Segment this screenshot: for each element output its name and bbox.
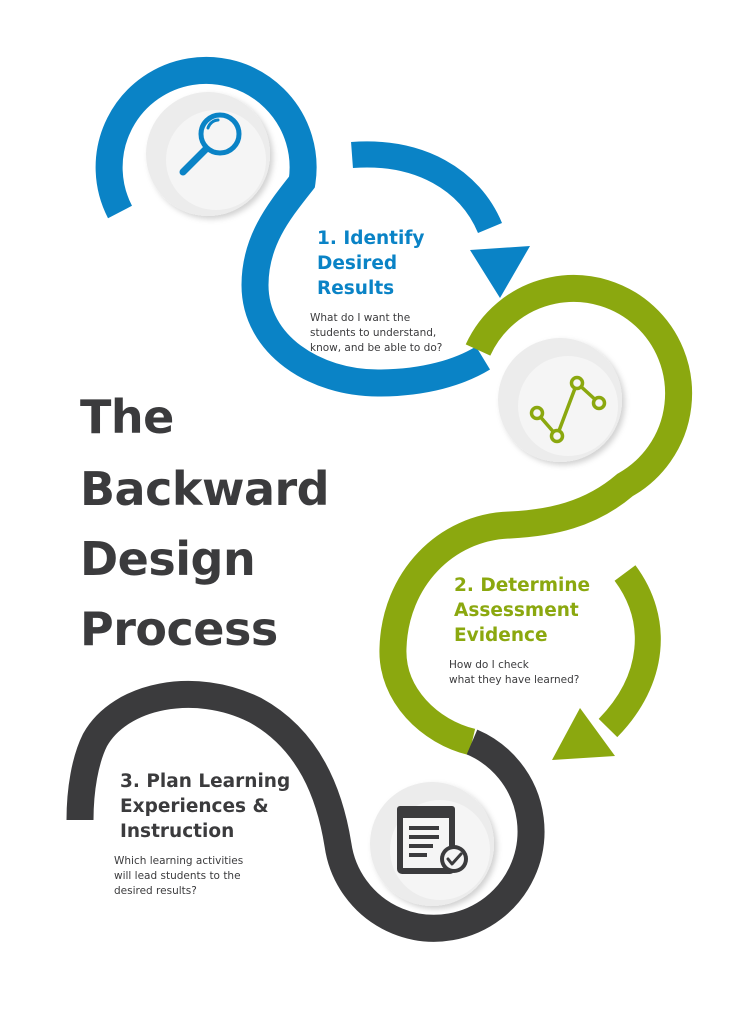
step-2-heading-line: Evidence bbox=[454, 625, 548, 646]
title-line-2: Backward bbox=[80, 462, 330, 516]
step-3-path bbox=[66, 680, 545, 942]
step-2-heading-line: Assessment bbox=[454, 600, 579, 621]
step-1-description-line: know, and be able to do? bbox=[310, 342, 443, 354]
step-1-arrowhead bbox=[470, 246, 530, 298]
step-1-description-line: students to understand, bbox=[310, 327, 437, 339]
step-1-heading-line: Results bbox=[317, 278, 395, 299]
checklist-document-icon bbox=[397, 806, 468, 874]
step-3-description-line: desired results? bbox=[114, 885, 197, 897]
step-2-path bbox=[379, 274, 693, 756]
step-1-arrow bbox=[351, 141, 502, 234]
step-1-heading-line: Desired bbox=[317, 253, 398, 274]
step-2-heading-line: 2. Determine bbox=[454, 575, 591, 596]
step-2-arrow bbox=[598, 565, 661, 738]
step-1-heading-line: 1. Identify bbox=[317, 228, 425, 249]
step-3-description-line: Which learning activities bbox=[114, 855, 244, 867]
step-2-description-line: How do I check bbox=[449, 659, 529, 671]
step-2-description-line: what they have learned? bbox=[449, 674, 580, 686]
step-2-arrowhead bbox=[552, 708, 615, 760]
step-1-path bbox=[95, 56, 491, 397]
title-line-1: The bbox=[80, 390, 174, 444]
step-3-description-line: will lead students to the bbox=[114, 870, 241, 882]
step-3-heading-line: Experiences & bbox=[120, 796, 269, 817]
magnifier-icon bbox=[179, 112, 242, 176]
title-line-4: Process bbox=[80, 602, 278, 656]
step-1-circle bbox=[146, 92, 270, 216]
line-graph-icon bbox=[529, 375, 607, 444]
step-3-heading-line: 3. Plan Learning bbox=[120, 771, 291, 792]
step-1-description-line: What do I want the bbox=[310, 312, 411, 324]
step-3-heading-line: Instruction bbox=[120, 821, 235, 842]
title-line-3: Design bbox=[80, 532, 256, 586]
